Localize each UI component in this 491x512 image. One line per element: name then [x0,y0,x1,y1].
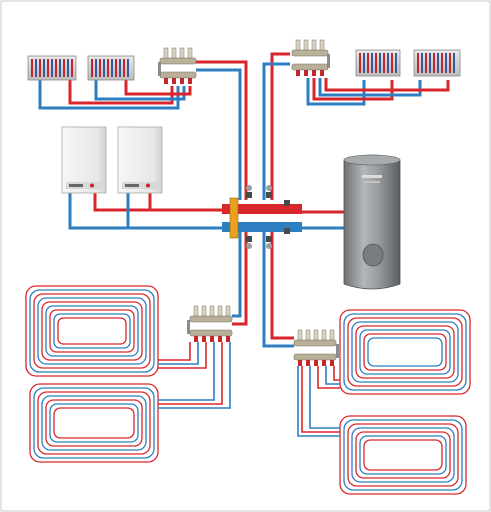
underfloor-pipe-loop [355,431,451,479]
underfloor-connector [158,342,199,365]
pipes-top-left-radiators [38,60,248,200]
pump-group-icon [222,185,302,249]
underfloor-loop-icon [339,309,471,395]
underfloor-loops [25,285,471,495]
underfloor-pipe-loop [33,387,155,459]
underfloor-pipe-loop [49,309,135,353]
underfloor-connector [158,342,215,401]
underfloor-loop-icon [25,285,159,377]
underfloor-connector [158,342,207,369]
underfloor-connector [333,366,340,381]
pipes-top-right-radiators [262,52,450,200]
underfloor-pipe-loop [57,317,127,345]
underfloor-connector [158,342,223,405]
storage-cylinder-icon [343,154,401,290]
underfloor-pipe-loop [363,439,443,471]
underfloor-pipe-loop [367,337,443,367]
underfloor-connector [317,366,340,389]
underfloor-pipe-loop [363,333,447,371]
underfloor-pipe-loop [49,403,139,443]
underfloor-pipe-loop [339,415,467,495]
boiler-icon [61,126,107,194]
pipes-lower-right-manifold [262,230,294,348]
underfloor-loop-icon [29,383,159,463]
underfloor-pipe-loop [339,309,471,395]
manifold-icon [293,329,339,366]
underfloor-pipe-loop [343,419,463,491]
underfloor-connector [158,342,191,361]
underfloor-pipe-loop [25,285,159,377]
underfloor-connector [301,366,340,433]
underfloor-pipe-loop [53,407,135,439]
underfloor-connector [297,366,340,437]
underfloor-connector [309,366,340,429]
underfloor-connector [325,366,340,385]
underfloor-pipe-loop [359,329,451,375]
underfloor-pipe-loop [37,391,151,455]
manifold-icon [187,305,233,342]
underfloor-pipe-loop [351,321,459,383]
underfloor-pipe-loop [29,289,155,373]
underfloor-pipe-loop [33,293,151,369]
pipes-lower-left-manifold [232,230,248,326]
underfloor-pipe-loop [53,313,131,349]
underfloor-pipe-loop [37,297,147,365]
underfloor-pipe-loop [41,395,147,451]
underfloor-pipe-loop [347,423,459,487]
underfloor-pipe-loop [355,325,455,379]
underfloor-pipe-loop [29,383,159,463]
underfloor-loop-icon [339,415,467,495]
pipes-boilers [68,193,222,230]
radiator-icon [355,49,401,77]
underfloor-pipe-loop [45,305,139,357]
underfloor-pipe-loop [359,435,447,475]
radiator-icon [413,49,461,77]
manifold-icon [158,47,197,84]
manifold-icon [291,39,330,76]
radiator-icon [27,55,77,81]
underfloor-connector [158,342,231,409]
underfloor-pipe-loop [343,313,467,391]
underfloor-pipe-loop [347,317,463,387]
underfloor-pipe-loop [45,399,143,447]
underfloor-pipe-loop [41,301,143,361]
pipework [38,52,450,348]
pipes-cylinder [300,210,346,230]
underfloor-pipe-loop [351,427,455,483]
boiler-icon [117,126,163,194]
radiator-icon [87,55,135,81]
